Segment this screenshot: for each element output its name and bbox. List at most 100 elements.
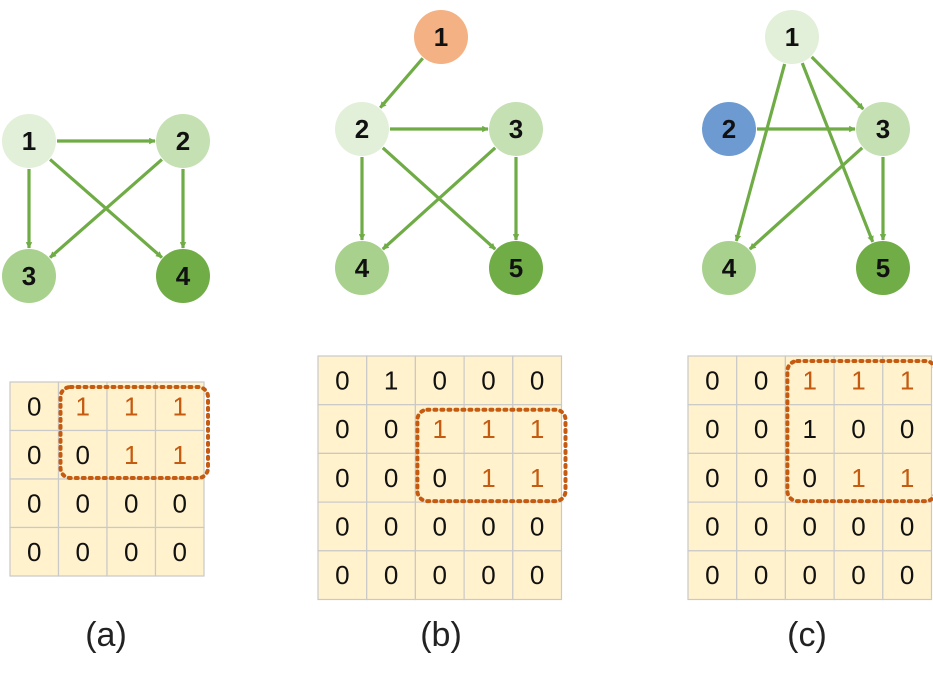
node-3-circle (2, 249, 56, 303)
matrix-cell-value: 1 (851, 463, 865, 493)
matrix-cell-value: 0 (754, 414, 768, 444)
matrix-cell (9, 429, 60, 480)
matrix-cell-value: 0 (76, 488, 90, 518)
matrix-cell (366, 452, 417, 503)
matrix-cell (317, 452, 368, 503)
node-5-label: 5 (509, 253, 523, 283)
matrix-cell-value: 0 (27, 488, 41, 518)
matrix-cell-value: 1 (530, 414, 544, 444)
matrix-cell (317, 355, 368, 406)
matrix-cell-value: 0 (173, 488, 187, 518)
edge-2-to-3 (49, 158, 163, 259)
node-1-label: 1 (434, 22, 448, 52)
matrix-cell-value: 0 (705, 560, 719, 590)
matrix-cell-value: 1 (803, 365, 817, 395)
node-3-label: 3 (876, 114, 890, 144)
matrix-cell (154, 526, 205, 577)
matrix-cell (833, 501, 884, 552)
graph-edges (358, 57, 520, 251)
matrix-cell (833, 355, 884, 406)
matrix-cell-value: 0 (530, 365, 544, 395)
matrix-cell-value: 1 (124, 440, 138, 470)
matrix-cell (736, 501, 787, 552)
matrix-cell-value: 0 (851, 511, 865, 541)
matrix-cell-value: 1 (900, 365, 914, 395)
matrix-cell-value: 1 (530, 463, 544, 493)
matrix-cell (317, 550, 368, 601)
matrix-cell (317, 404, 368, 455)
matrix-cell-value: 0 (530, 511, 544, 541)
node-2-circle (156, 114, 210, 168)
matrix-cell-value: 1 (173, 391, 187, 421)
matrix-cell (784, 550, 835, 601)
node-4-label: 4 (176, 261, 191, 291)
node-4-circle (702, 241, 756, 295)
matrix-cell (9, 478, 60, 529)
matrix-cell-value: 1 (173, 440, 187, 470)
matrix-cell-value: 0 (27, 440, 41, 470)
node-1-circle (765, 10, 819, 64)
node-3-circle (856, 102, 910, 156)
node-5-circle (856, 241, 910, 295)
node-5-circle (489, 241, 543, 295)
highlight-box (58, 385, 210, 480)
matrix-cell-value: 1 (900, 463, 914, 493)
matrix-cell (366, 501, 417, 552)
node-2-circle (702, 102, 756, 156)
matrix-cell (736, 550, 787, 601)
matrix-cell (687, 550, 738, 601)
node-2-label: 2 (176, 126, 190, 156)
matrix-cell (414, 550, 465, 601)
edge-1-to-4 (734, 63, 787, 242)
matrix-cell-value: 0 (754, 511, 768, 541)
matrix-cell-value: 0 (803, 463, 817, 493)
node-3-label: 3 (22, 261, 36, 291)
matrix-cell (57, 526, 108, 577)
matrix-cell (784, 355, 835, 406)
matrix-cell-value: 0 (754, 560, 768, 590)
matrix-cell-value: 0 (335, 560, 349, 590)
matrix-cell-value: 0 (433, 511, 447, 541)
matrix-cell (414, 404, 465, 455)
highlight-box (415, 407, 568, 504)
matrix-cell-value: 0 (705, 463, 719, 493)
matrix-cell-value: 0 (335, 414, 349, 444)
matrix-cell (106, 478, 157, 529)
panel-caption: (c) (787, 616, 827, 654)
matrix-cell-value: 1 (384, 365, 398, 395)
matrix-cell-value: 0 (754, 365, 768, 395)
edge-1-to-2 (379, 57, 424, 109)
matrix-cell-value: 1 (803, 414, 817, 444)
graph-edges (25, 137, 187, 259)
highlight-box (785, 359, 933, 504)
edge-3-to-4 (748, 146, 864, 251)
matrix-cell-value: 0 (803, 560, 817, 590)
matrix-cell-value: 0 (76, 440, 90, 470)
matrix-cell-value: 1 (76, 391, 90, 421)
matrix-cell-value: 0 (384, 414, 398, 444)
matrix-cell-value: 0 (27, 391, 41, 421)
matrix-cell-value: 1 (481, 463, 495, 493)
matrix-cell (463, 452, 514, 503)
node-4-label: 4 (355, 253, 370, 283)
matrix-cell-value: 0 (900, 511, 914, 541)
matrix-cell-value: 1 (124, 391, 138, 421)
matrix-cell-value: 1 (481, 414, 495, 444)
matrix-cell-value: 0 (384, 463, 398, 493)
matrix-cell (687, 501, 738, 552)
matrix-cell-value: 0 (76, 537, 90, 567)
matrix-cell-value: 0 (384, 511, 398, 541)
node-3-label: 3 (509, 114, 523, 144)
matrix-cell (784, 452, 835, 503)
matrix-cell (463, 501, 514, 552)
matrix-cell (106, 526, 157, 577)
